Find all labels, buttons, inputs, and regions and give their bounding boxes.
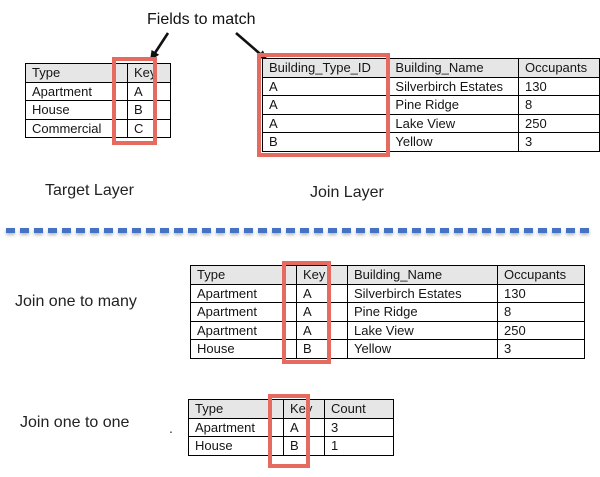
table-cell: 250 — [517, 113, 600, 133]
table-cell: 3 — [497, 339, 585, 359]
table-cell: 130 — [497, 283, 585, 303]
column-header: Building_Name — [347, 265, 498, 285]
table-cell: A — [261, 95, 390, 115]
table-cell: Silverbirch Estates — [347, 283, 498, 303]
table-cell: 3 — [517, 132, 600, 152]
column-header: Key — [296, 265, 348, 285]
table-cell: A — [127, 81, 171, 101]
column-header: Occupants — [497, 265, 585, 285]
column-header: Type — [190, 265, 297, 285]
table-cell: 3 — [324, 417, 394, 437]
table-cell: B — [261, 132, 390, 152]
column-header: Key — [283, 399, 325, 419]
table-cell: A — [261, 76, 390, 96]
table-cell: House — [190, 339, 297, 359]
column-header: Building_Name — [388, 58, 519, 78]
table-cell: Apartment — [190, 302, 297, 322]
table-cell: Apartment — [190, 320, 297, 340]
table-cell: 1 — [324, 436, 394, 456]
table-cell: A — [296, 320, 348, 340]
table-cell: 130 — [517, 76, 600, 96]
table-cell: B — [127, 100, 171, 120]
table-cell: A — [283, 417, 325, 437]
table-cell: C — [127, 118, 171, 138]
fields-to-match-label: Fields to match — [147, 11, 256, 28]
table-cell: 8 — [517, 95, 600, 115]
join-one-to-many-label: Join one to many — [15, 293, 137, 310]
table-cell: Silverbirch Estates — [388, 76, 519, 96]
table-cell: Pine Ridge — [347, 302, 498, 322]
table-cell: Pine Ridge — [388, 95, 519, 115]
column-header: Building_Type_ID — [261, 58, 390, 78]
table-cell: House — [25, 100, 128, 120]
table-cell: Lake View — [388, 113, 519, 133]
table-cell: A — [296, 283, 348, 303]
table-cell: Apartment — [25, 81, 128, 101]
column-header: Type — [188, 399, 284, 419]
column-header: Occupants — [517, 58, 600, 78]
table-cell: Yellow — [388, 132, 519, 152]
table-cell: Apartment — [190, 283, 297, 303]
table-cell: Commercial — [25, 118, 128, 138]
join-layer-label: Join Layer — [310, 184, 384, 201]
table-cell: 250 — [497, 320, 585, 340]
column-header: Key — [127, 63, 171, 83]
table-cell: A — [296, 302, 348, 322]
column-header: Type — [25, 63, 128, 83]
down-left-arrow-icon — [149, 32, 170, 61]
table-cell: Lake View — [347, 320, 498, 340]
table-cell: B — [296, 339, 348, 359]
down-right-arrow-icon — [235, 32, 268, 61]
column-header: Count — [324, 399, 394, 419]
target-layer-label: Target Layer — [45, 182, 134, 199]
table-cell: House — [188, 436, 284, 456]
table-cell: 8 — [497, 302, 585, 322]
table-cell: A — [261, 113, 390, 133]
dashed-divider-line — [6, 228, 594, 233]
join-one-to-one-label: Join one to one — [20, 414, 130, 431]
stray-period: . — [169, 420, 173, 436]
table-cell: B — [283, 436, 325, 456]
table-cell: Yellow — [347, 339, 498, 359]
table-cell: Apartment — [188, 417, 284, 437]
